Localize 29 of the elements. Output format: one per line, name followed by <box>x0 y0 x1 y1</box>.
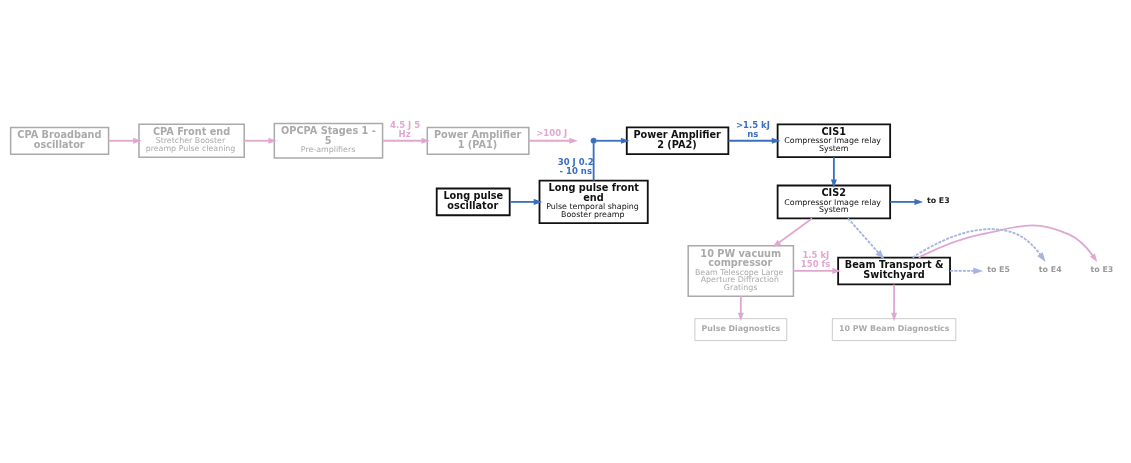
arrow <box>727 137 781 144</box>
arrow <box>107 137 142 144</box>
arrow <box>737 294 744 321</box>
arrow <box>509 198 543 205</box>
edge-label: 4.5 J 5 Hz <box>390 119 421 139</box>
node-box: Beam Transport & Switchyard <box>837 256 951 285</box>
node-circle <box>590 137 597 144</box>
edge-label: >1.5 kJ ns <box>735 119 770 139</box>
connector <box>592 142 595 181</box>
arrow <box>528 137 578 144</box>
arrow <box>911 227 1046 262</box>
arrow <box>792 267 841 274</box>
arrow <box>891 283 898 321</box>
node-box: CPA Broadband oscillator <box>9 126 110 155</box>
arrow <box>889 198 923 205</box>
arrow <box>595 137 630 144</box>
node-box: Power Amplifier 2 (PA2) <box>625 126 730 155</box>
edge-label: 1.5 kJ 150 fs <box>800 249 831 269</box>
arrow <box>381 137 430 144</box>
arrow <box>917 223 1098 262</box>
node-box: Power Amplifier 1 (PA1) <box>426 126 530 155</box>
arrow <box>243 137 277 144</box>
arrow <box>830 155 837 188</box>
edge-label: 30 J 0.2 - 10 ns <box>557 156 594 176</box>
node-box: Long pulse oscillator <box>435 187 511 216</box>
arrow <box>772 217 813 247</box>
arrow <box>847 217 885 260</box>
arrow <box>949 267 984 274</box>
edge-label: >100 J <box>536 127 568 138</box>
